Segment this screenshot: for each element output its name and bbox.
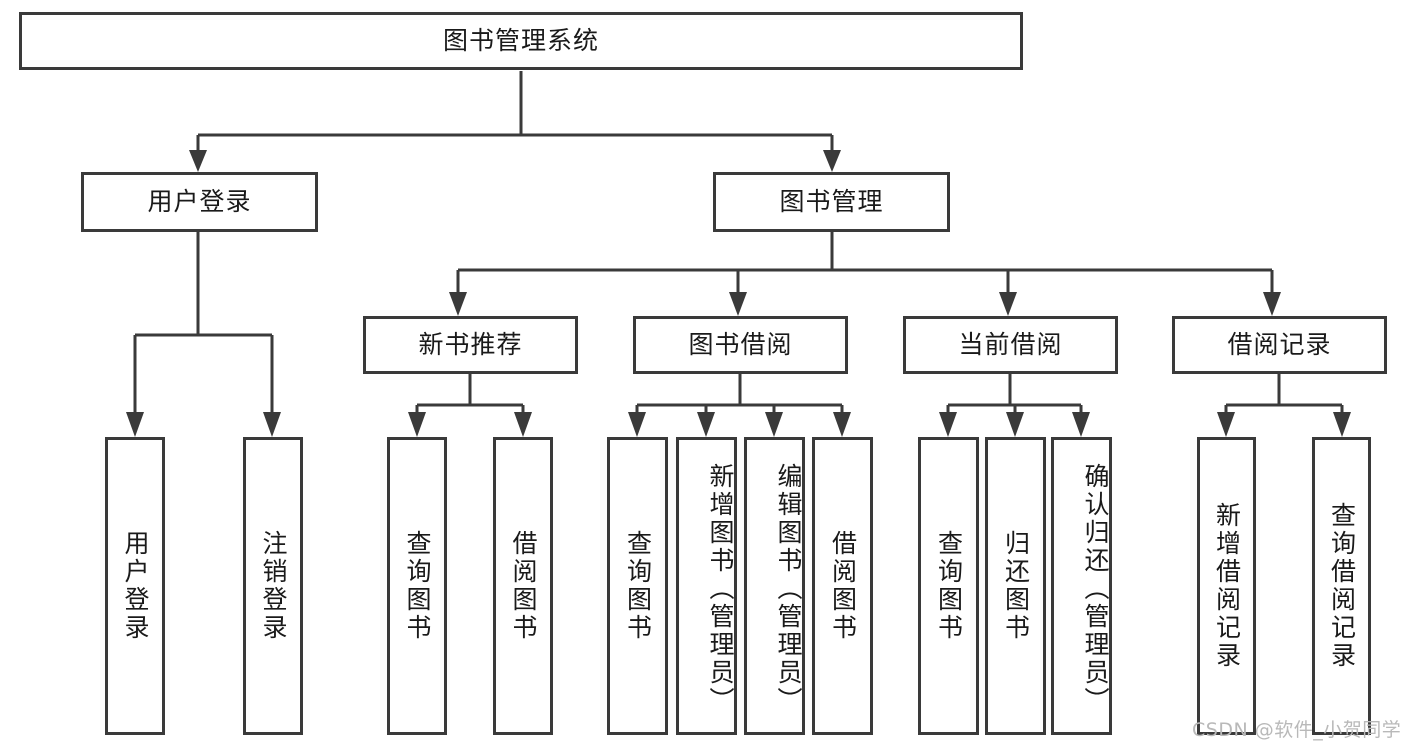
node-label: 新增图书（管理员） [706,463,735,715]
node-label: 查询图书 [403,530,432,642]
node-book-borrowing[interactable]: 图书借阅 [633,316,848,374]
leaf-return-books[interactable]: 归还图书 [985,437,1046,735]
arrow-to-book-borrow [729,292,747,316]
node-label: 用户登录 [147,187,252,216]
node-label: 编辑图书（管理员） [774,463,803,715]
arrow-bookborrow-leaf-3 [765,412,783,437]
arrow-borrowrecord-leaf-1 [1217,412,1235,437]
node-current-borrowing[interactable]: 当前借阅 [903,316,1118,374]
arrow-to-current-borrow [999,292,1017,316]
arrow-to-user-login-leaf [126,412,144,437]
arrow-currentborrow-leaf-3 [1072,412,1090,437]
csdn-watermark: CSDN @软件_小贺同学 [1192,719,1402,741]
arrow-to-new-book [449,292,467,316]
arrow-bookborrow-leaf-4 [833,412,851,437]
leaf-query-borrow-record[interactable]: 查询借阅记录 [1312,437,1371,735]
node-label: 新书推荐 [418,330,523,359]
node-label: 当前借阅 [958,330,1063,359]
leaf-borrow-books-borrow[interactable]: 借阅图书 [812,437,873,735]
node-label: 查询图书 [934,530,964,642]
node-label: 图书管理系统 [442,26,599,55]
arrow-currentborrow-leaf-1 [939,412,957,437]
node-label: 借阅图书 [828,530,858,642]
node-new-book-recommendation[interactable]: 新书推荐 [363,316,578,374]
arrow-bookborrow-leaf-2 [697,412,715,437]
arrow-to-logout-leaf [263,412,281,437]
node-label: 图书借阅 [688,330,793,359]
node-label: 图书管理 [779,187,884,216]
arrow-newbook-leaf-1 [408,412,426,437]
arrow-bookborrow-leaf-1 [628,412,646,437]
leaf-logout[interactable]: 注销登录 [243,437,303,735]
node-label: 确认归还（管理员） [1081,463,1110,715]
leaf-query-books-current[interactable]: 查询图书 [918,437,979,735]
leaf-confirm-return-admin[interactable]: 确认归还（管理员） [1051,437,1112,735]
node-label: 用户登录 [121,530,150,642]
leaf-add-borrow-record[interactable]: 新增借阅记录 [1197,437,1256,735]
arrow-to-user-login [189,150,207,172]
leaf-add-book-admin[interactable]: 新增图书（管理员） [676,437,737,735]
arrow-borrowrecord-leaf-2 [1333,412,1351,437]
leaf-edit-book-admin[interactable]: 编辑图书（管理员） [744,437,805,735]
node-user-login[interactable]: 用户登录 [81,172,318,232]
leaf-user-login[interactable]: 用户登录 [105,437,165,735]
leaf-query-books-newbook[interactable]: 查询图书 [387,437,447,735]
node-label: 查询借阅记录 [1327,502,1357,670]
node-label: 归还图书 [1001,530,1031,642]
node-label: 注销登录 [259,530,288,642]
arrow-to-book-manage [823,150,841,172]
node-label: 借阅记录 [1227,330,1332,359]
arrow-newbook-leaf-2 [514,412,532,437]
leaf-borrow-books-newbook[interactable]: 借阅图书 [493,437,553,735]
node-root-book-management-system[interactable]: 图书管理系统 [19,12,1023,70]
node-book-management[interactable]: 图书管理 [713,172,950,232]
leaf-query-books-borrow[interactable]: 查询图书 [607,437,668,735]
node-label: 查询图书 [623,530,653,642]
node-borrowing-record[interactable]: 借阅记录 [1172,316,1387,374]
node-label: 新增借阅记录 [1212,502,1242,670]
arrow-currentborrow-leaf-2 [1006,412,1024,437]
arrow-to-borrow-record [1263,292,1281,316]
node-label: 借阅图书 [509,530,538,642]
